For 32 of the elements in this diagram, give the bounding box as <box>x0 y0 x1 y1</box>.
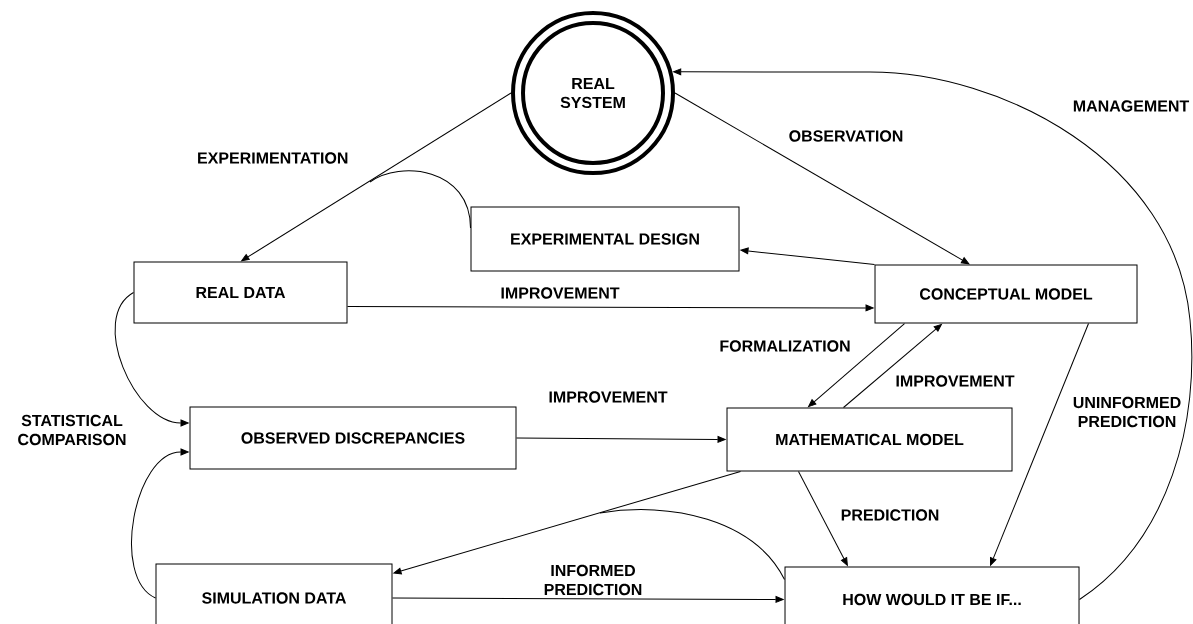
arrow <box>241 92 512 262</box>
edge-label: MANAGEMENT <box>1073 100 1190 112</box>
arrow <box>843 323 942 408</box>
process-box: HOW WOULD IT BE IF... <box>784 566 1080 624</box>
edge-label: OBSERVATION <box>789 130 903 142</box>
process-box: REAL DATA <box>133 261 348 324</box>
edge-label: UNINFORMED PREDICTION <box>1073 396 1181 428</box>
arrow <box>990 323 1089 566</box>
arrow <box>740 247 875 265</box>
process-box: MATHEMATICAL MODEL <box>726 407 1013 472</box>
edge-label: INFORMED PREDICTION <box>544 564 642 596</box>
edge-label: IMPROVEMENT <box>549 391 668 403</box>
arrow <box>798 471 848 566</box>
process-box: OBSERVED DISCREPANCIES <box>189 406 517 470</box>
edge-label: IMPROVEMENT <box>501 287 620 299</box>
side-label: STATISTICAL COMPARISON <box>18 414 126 446</box>
arrow <box>808 323 905 408</box>
arrow <box>673 68 1193 600</box>
edge-label: FORMALIZATION <box>720 340 850 352</box>
arrow <box>674 92 970 265</box>
process-box: CONCEPTUAL MODEL <box>874 264 1138 324</box>
edge-label: EXPERIMENTATION <box>198 152 348 164</box>
arrow <box>516 436 726 443</box>
process-box: EXPERIMENTAL DESIGN <box>470 206 740 272</box>
edge-label: PREDICTION <box>841 509 939 521</box>
process-box: SIMULATION DATA <box>155 563 393 624</box>
arrow <box>131 448 189 599</box>
edge-label: IMPROVEMENT <box>896 375 1015 387</box>
arrow <box>347 304 874 312</box>
arrow <box>114 292 189 427</box>
arrow <box>392 596 784 603</box>
arrow <box>393 471 741 575</box>
